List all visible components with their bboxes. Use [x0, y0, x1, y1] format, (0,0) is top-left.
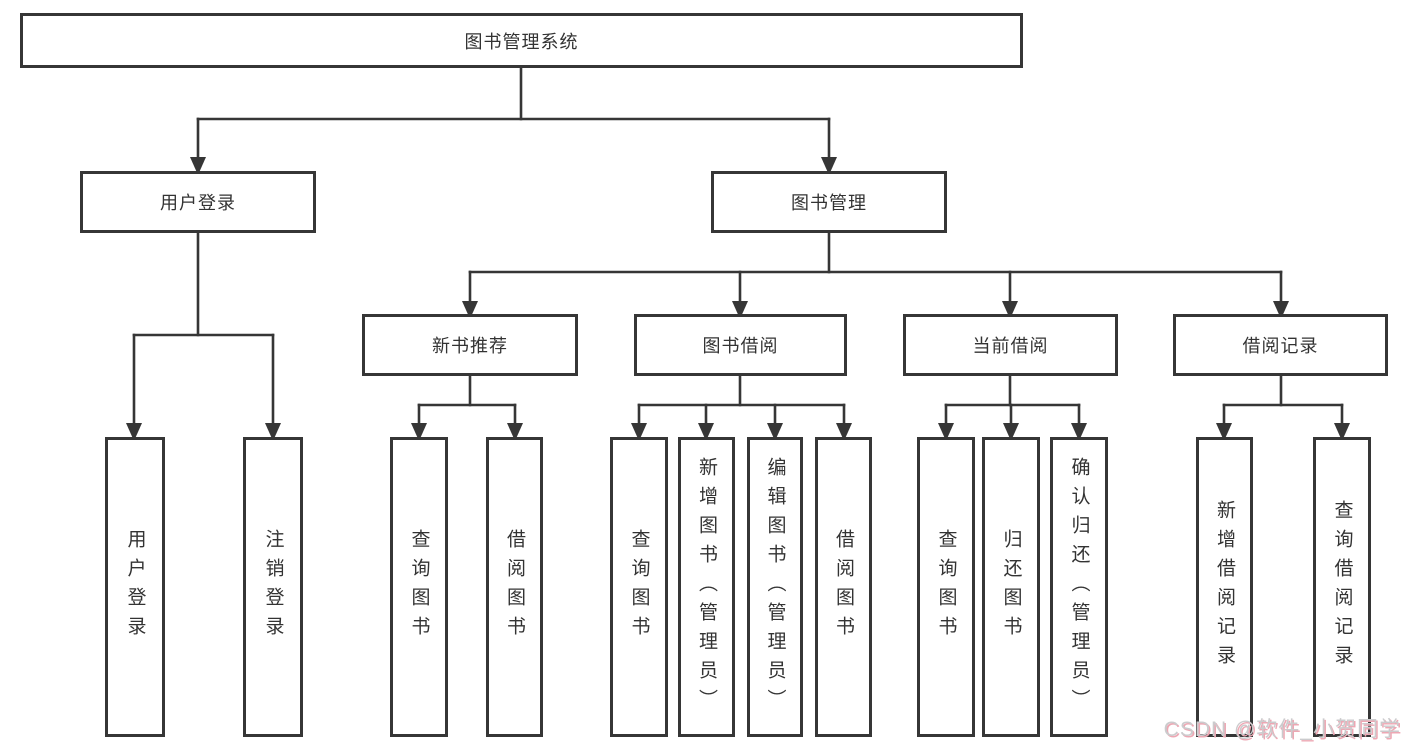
- connector-book-borrowing-split: [631, 374, 852, 441]
- watermark: CSDN @软件_小贺同学: [1163, 718, 1401, 741]
- node-library-system: 图书管理系统: [20, 13, 1023, 68]
- leaf-query-books-borrowing: 查询图书: [610, 437, 668, 737]
- node-book-borrowing: 图书借阅: [634, 314, 847, 376]
- node-borrow-records: 借阅记录: [1173, 314, 1388, 376]
- leaf-confirm-return-admin: 确认归还（管理员）: [1050, 437, 1108, 737]
- leaf-logout: 注销登录: [243, 437, 303, 737]
- connector-borrow-records-split: [1216, 374, 1350, 441]
- node-new-book-recommendation: 新书推荐: [362, 314, 578, 376]
- leaf-return-books: 归还图书: [982, 437, 1040, 737]
- connector-user-login-split: [126, 231, 281, 441]
- leaf-add-books-admin: 新增图书（管理员）: [678, 437, 735, 737]
- node-user-login: 用户登录: [80, 171, 316, 233]
- connector-new-book-split: [411, 374, 523, 441]
- leaf-query-books-current: 查询图书: [917, 437, 975, 737]
- leaf-query-borrow-record: 查询借阅记录: [1313, 437, 1371, 737]
- leaf-query-books-recommend: 查询图书: [390, 437, 448, 737]
- node-current-borrowing: 当前借阅: [903, 314, 1118, 376]
- leaf-user-login: 用户登录: [105, 437, 165, 737]
- leaf-add-borrow-record: 新增借阅记录: [1196, 437, 1253, 737]
- leaf-edit-books-admin: 编辑图书（管理员）: [747, 437, 803, 737]
- leaf-borrow-books-borrowing: 借阅图书: [815, 437, 872, 737]
- leaf-borrow-books-recommend: 借阅图书: [486, 437, 543, 737]
- connector-current-borrowing-split: [938, 374, 1087, 441]
- connector-book-management-split: [462, 231, 1289, 319]
- node-book-management: 图书管理: [711, 171, 947, 233]
- connector-root-split: [190, 66, 837, 175]
